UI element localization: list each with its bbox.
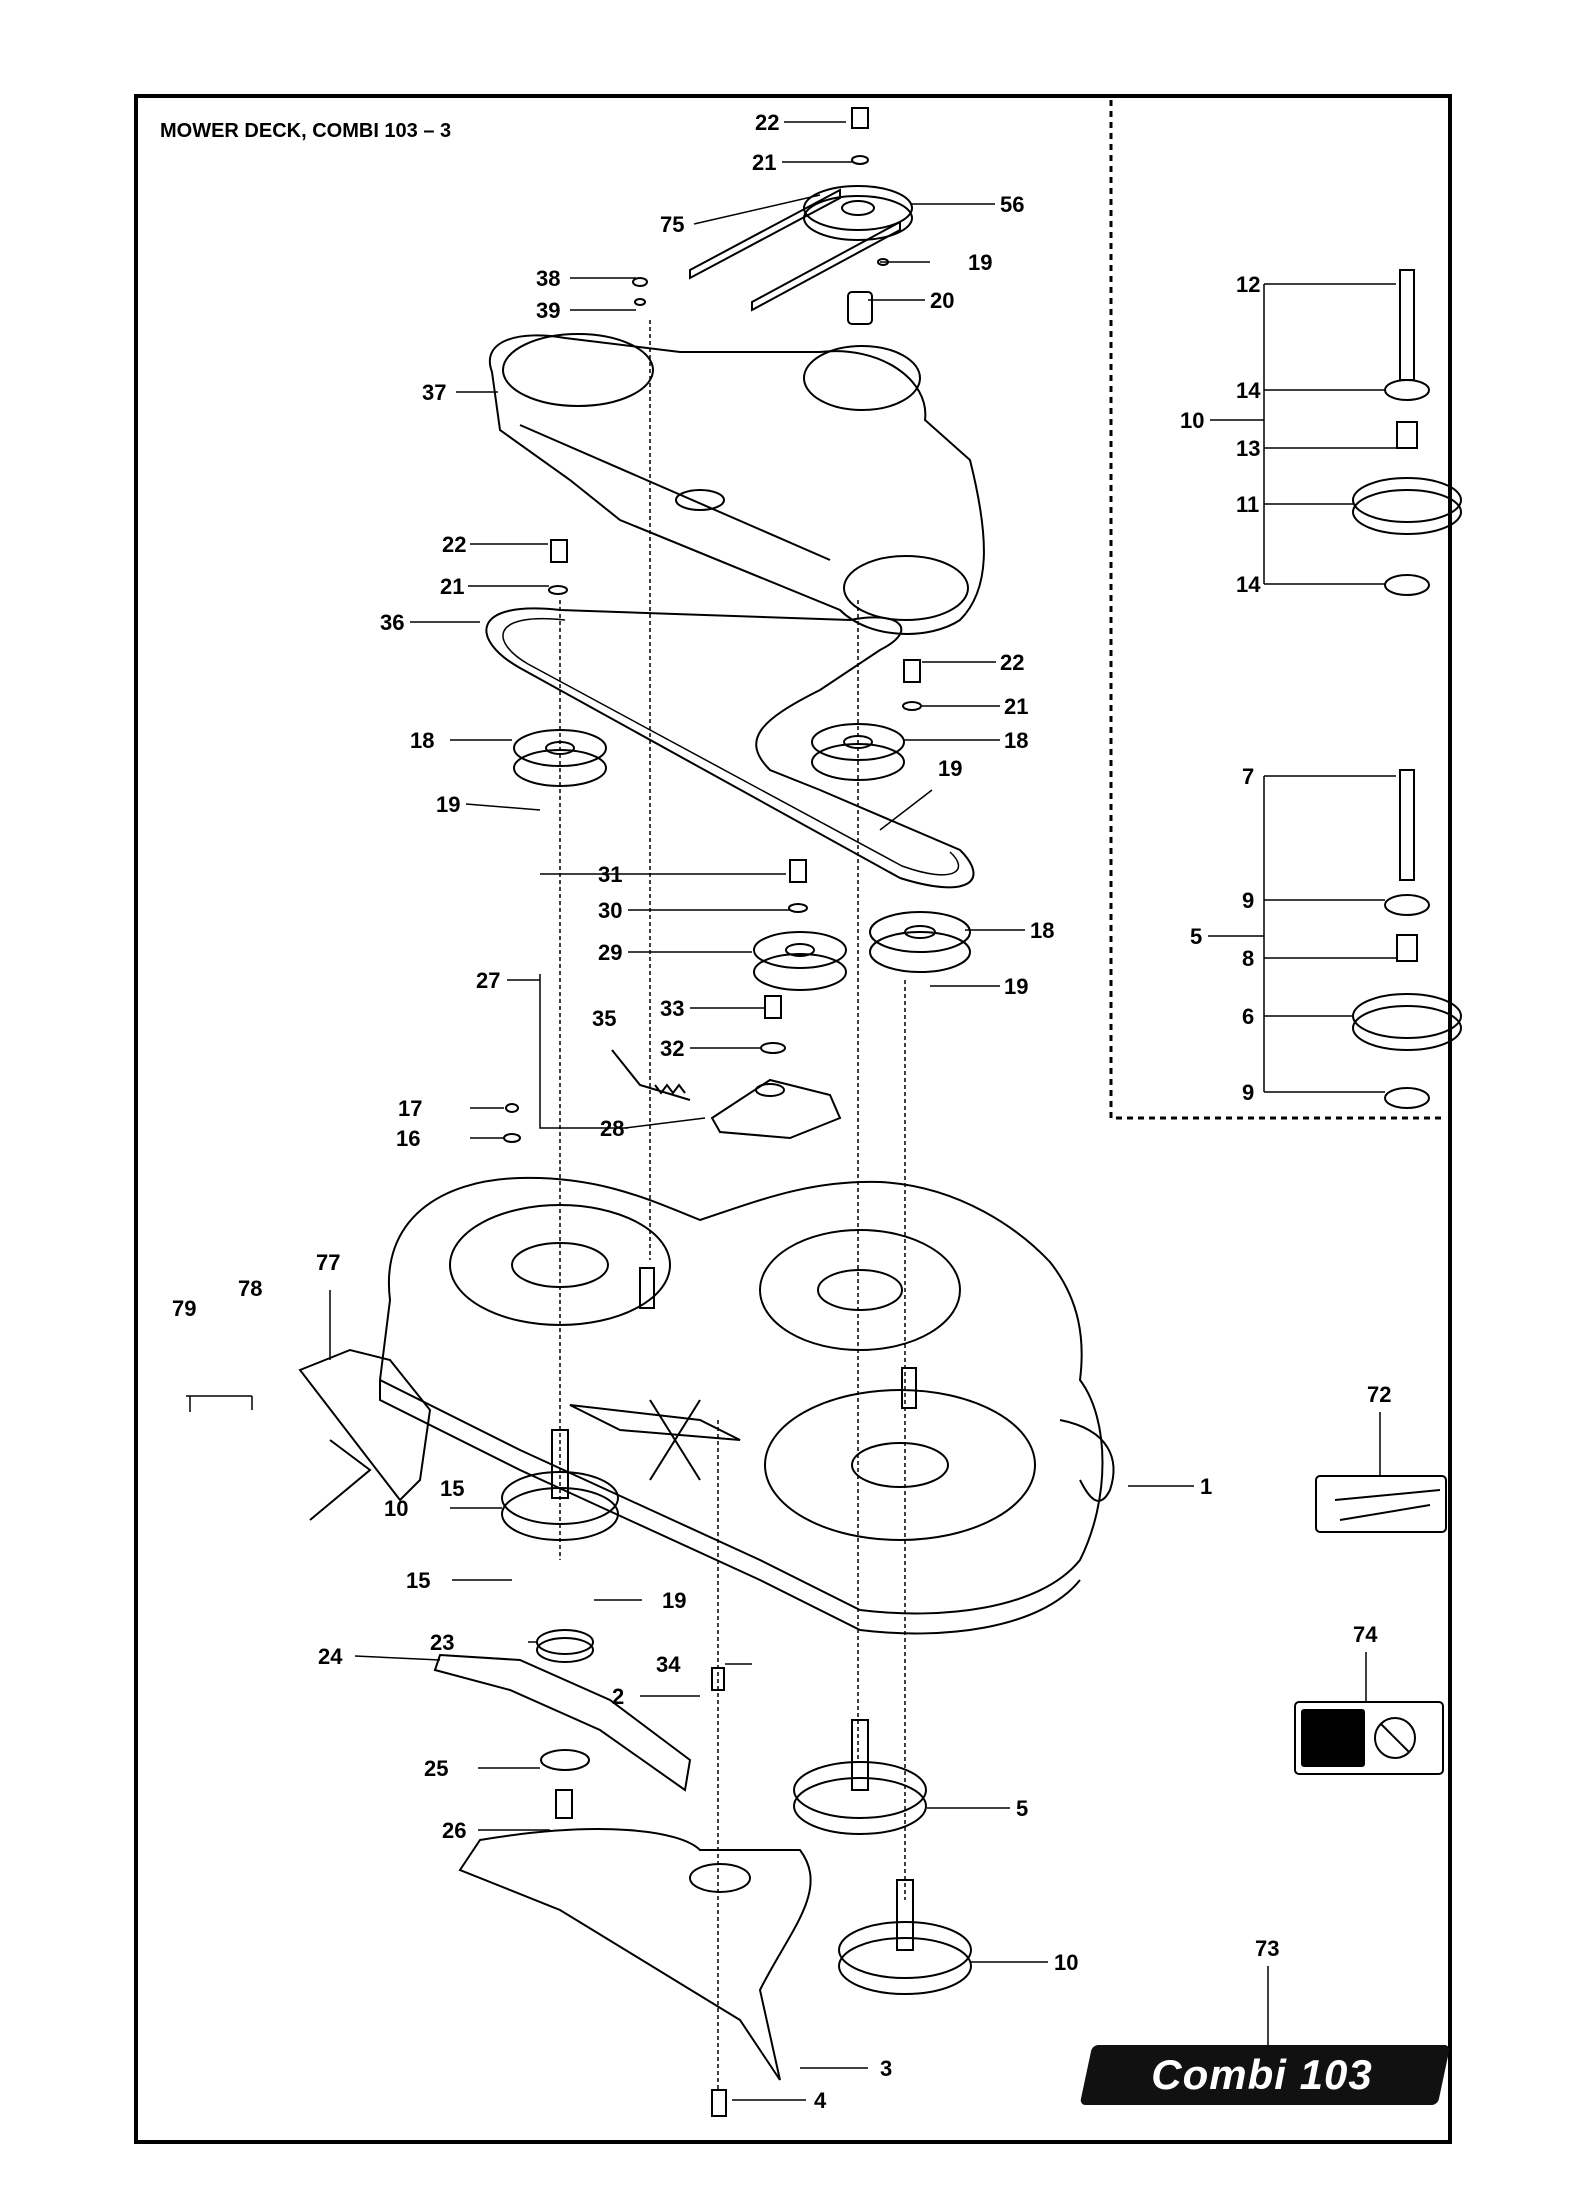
callout-10: 10 [1054, 1950, 1078, 1975]
callout-19: 19 [662, 1588, 686, 1613]
callout-3: 3 [880, 2056, 892, 2081]
callout-74: 74 [1353, 1622, 1378, 1647]
page-title: MOWER DECK, COMBI 103 – 3 [160, 120, 452, 142]
kit-callout-5: 5 [1190, 924, 1202, 949]
callout-2: 2 [612, 1684, 624, 1709]
mower-deck [378, 1176, 1115, 1635]
v-belt [485, 607, 975, 889]
callout-25: 25 [424, 1756, 448, 1781]
callout-22: 22 [755, 110, 779, 135]
callout-31: 31 [598, 862, 622, 887]
callout-75: 75 [660, 212, 684, 237]
model-badge-text: Combi 103 [1151, 2051, 1373, 2098]
callout-18: 18 [1004, 728, 1028, 753]
top-pulley-assembly [689, 107, 913, 325]
callout-28: 28 [600, 1116, 624, 1141]
kit-callout-6: 6 [1242, 1004, 1254, 1029]
callout-5: 5 [1016, 1796, 1028, 1821]
kit-callout-9: 9 [1242, 1080, 1254, 1105]
kit-callout-12: 12 [1236, 272, 1260, 297]
decal-72 [1315, 1475, 1447, 1533]
belt-cover [489, 277, 985, 635]
kit-callout-11: 11 [1236, 492, 1259, 517]
pulley-lower-right [869, 911, 971, 973]
callout-19: 19 [1004, 974, 1028, 999]
callout-77: 77 [316, 1250, 340, 1275]
callout-16: 16 [396, 1126, 420, 1151]
callout-56: 56 [1000, 192, 1024, 217]
callout-1: 1 [1200, 1474, 1212, 1499]
spindle-low [838, 1879, 972, 1995]
callout-4: 4 [814, 2088, 827, 2113]
callout-78: 78 [238, 1276, 262, 1301]
baffle [458, 1828, 812, 2081]
callout-21: 21 [440, 574, 464, 599]
kit-callout-14: 14 [1236, 572, 1261, 597]
callout-23: 23 [430, 1630, 454, 1655]
callout-21: 21 [752, 150, 776, 175]
callout-34: 34 [656, 1652, 681, 1677]
callout-39: 39 [536, 298, 560, 323]
kit-callout-14: 14 [1236, 378, 1261, 403]
callout-29: 29 [598, 940, 622, 965]
callout-79: 79 [172, 1296, 196, 1321]
callout-27: 27 [476, 968, 500, 993]
callout-15: 15 [440, 1476, 464, 1501]
spindle-mid [793, 1719, 927, 1835]
idler-arm [710, 1078, 842, 1140]
callout-26: 26 [442, 1818, 466, 1843]
bolt-22b [550, 539, 568, 563]
callout-18: 18 [410, 728, 434, 753]
discharge-chute [298, 1348, 432, 1502]
kit-box-border [1109, 100, 1444, 1120]
callout-22: 22 [1000, 650, 1024, 675]
drawing-frame [134, 94, 1452, 2144]
callout-38: 38 [536, 266, 560, 291]
callout-37: 37 [422, 380, 446, 405]
callout-10: 10 [384, 1496, 408, 1521]
tension-spring [611, 1049, 691, 1101]
callout-18: 18 [1030, 918, 1054, 943]
callout-35: 35 [592, 1006, 616, 1031]
callout-15: 15 [406, 1568, 430, 1593]
bolt-22c [903, 659, 921, 683]
callout-19: 19 [968, 250, 992, 275]
leader-lines [186, 121, 1397, 2101]
kit-callout-13: 13 [1236, 436, 1260, 461]
callout-32: 32 [660, 1036, 684, 1061]
kit-callout-10: 10 [1180, 408, 1204, 433]
callout-21: 21 [1004, 694, 1028, 719]
callout-73: 73 [1255, 1936, 1279, 1961]
callout-24: 24 [318, 1644, 343, 1669]
callout-36: 36 [380, 610, 404, 635]
callout-33: 33 [660, 996, 684, 1021]
callout-19: 19 [938, 756, 962, 781]
callout-30: 30 [598, 898, 622, 923]
blade [433, 1653, 692, 1792]
callout-20: 20 [930, 288, 954, 313]
kit-callout-9: 9 [1242, 888, 1254, 913]
callout-19: 19 [436, 792, 460, 817]
callout-17: 17 [398, 1096, 422, 1121]
callout-72: 72 [1367, 1382, 1391, 1407]
kit-callout-7: 7 [1242, 764, 1254, 789]
kit-callout-8: 8 [1242, 946, 1254, 971]
pulley-idler [753, 931, 847, 991]
callout-22: 22 [442, 532, 466, 557]
decal-74 [1294, 1701, 1444, 1775]
